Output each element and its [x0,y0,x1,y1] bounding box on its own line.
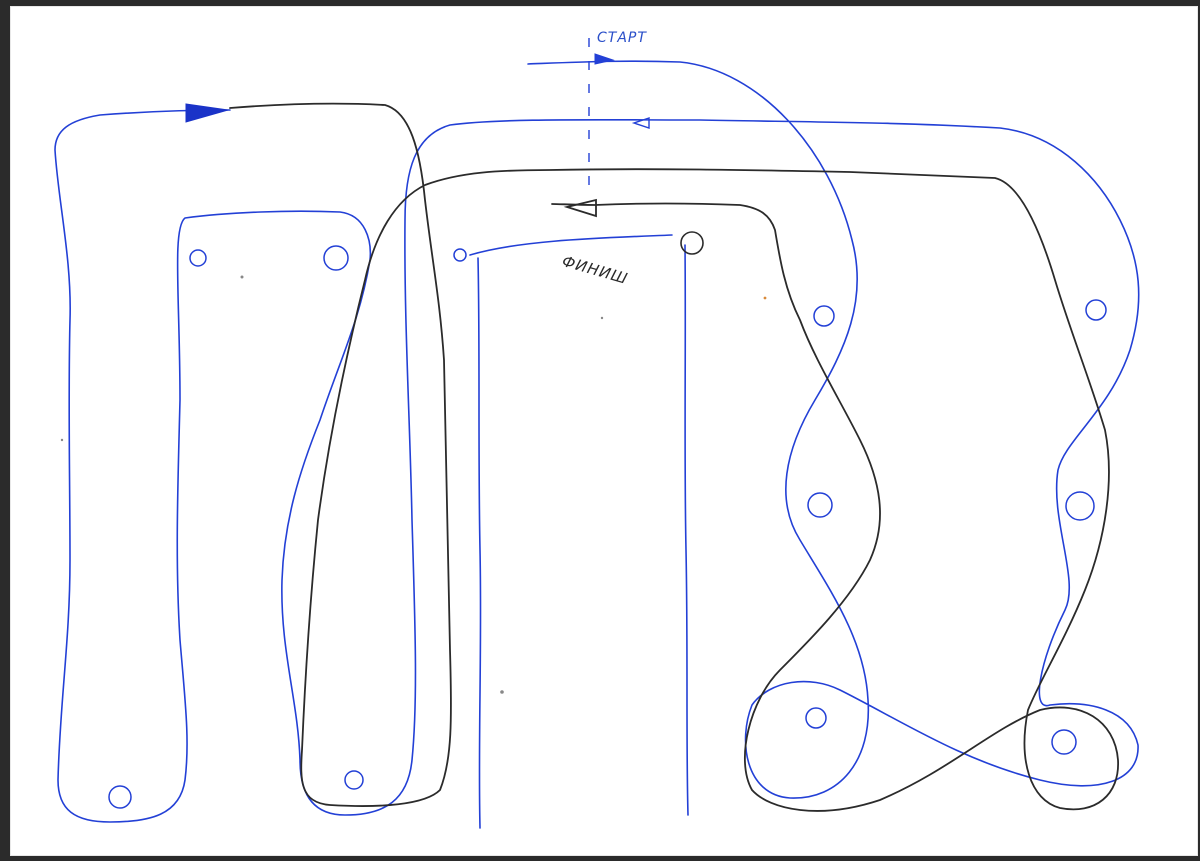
circle-marker-icon [344,770,364,790]
paper-specks [60,275,767,694]
circle-marker-icon [1065,491,1095,521]
circle-marker-icon [189,249,207,267]
finish-arrow-icon [563,198,597,218]
finish-circle-marker-icon [680,231,704,255]
circle-marker-icon [1051,729,1077,755]
paper-sheet [10,6,1198,856]
start-label: СТАРТ [597,30,647,46]
start-arrow-icon [594,53,615,65]
circle-marker-icon [813,305,835,327]
blue-finish-top-line [469,234,673,256]
circle-marker-icon [807,492,833,518]
circle-marker-icon [453,248,467,262]
top-left-arrow-icon [185,103,229,123]
circle-marker-icon [323,245,349,271]
return-arrow-icon [631,117,650,129]
black-route-line [229,102,1119,812]
circle-marker-icon [805,707,827,729]
blue-route-start-line [54,60,1140,823]
circle-marker-icon [1085,299,1107,321]
blue-inner-line-right [684,244,689,816]
circle-marker-icon [108,785,132,809]
blue-inner-line-left [477,257,482,829]
